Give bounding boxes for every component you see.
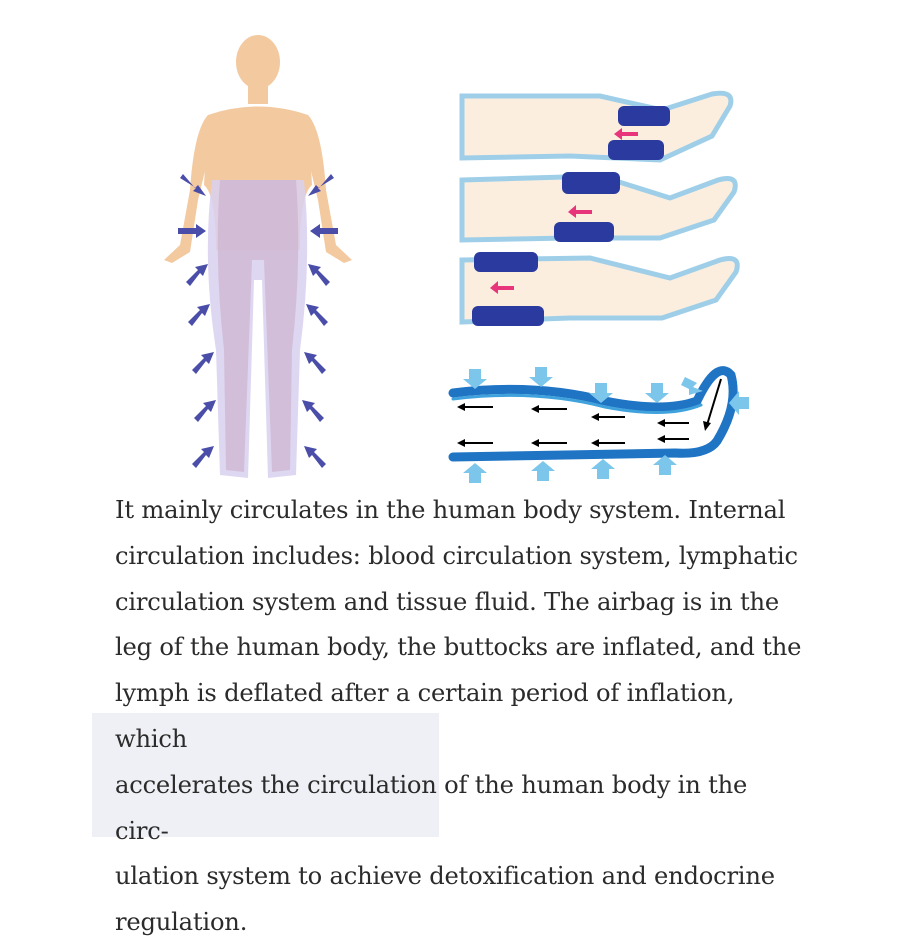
caption-line: lymph is deflated after a certain period… <box>115 679 735 753</box>
caption-line: ulation system to achieve detoxification… <box>115 862 775 891</box>
cuff-arrow-icon <box>554 172 620 242</box>
flow-arrow-icon <box>490 281 514 294</box>
caption-paragraph: It mainly circulates in the human body s… <box>115 488 805 946</box>
flow-arrow-icon <box>568 205 592 218</box>
caption-line: circulation includes: blood circulation … <box>115 541 798 570</box>
caption-line: leg of the human body, the buttocks are … <box>115 633 802 662</box>
pressure-arrow-icon <box>463 367 749 483</box>
text-highlight <box>92 713 439 837</box>
caption-line: circulation system and tissue fluid. The… <box>115 587 780 616</box>
circulation-flow-diagram <box>448 366 749 483</box>
leg-cuff-sequence <box>459 90 740 326</box>
flow-arrow-icon <box>614 128 638 140</box>
body-compression-figure <box>164 35 352 478</box>
leg-stage-2 <box>459 172 738 243</box>
illustration-page: It mainly circulates in the human body s… <box>92 35 801 936</box>
leg-stage-3 <box>459 252 740 326</box>
caption-line: It mainly circulates in the human body s… <box>115 496 786 524</box>
flow-arrow-icon <box>457 378 722 447</box>
cuff-arrow-icon <box>472 252 544 326</box>
inward-arrow-icon <box>178 174 338 468</box>
caption-line: regulation. <box>115 908 248 937</box>
compression-garment <box>207 180 308 478</box>
leg-stage-1 <box>459 90 734 163</box>
caption-line: accelerates the circulation of the human… <box>115 770 748 845</box>
tube-outline <box>448 366 738 462</box>
cuff-arrow-icon <box>608 106 670 160</box>
